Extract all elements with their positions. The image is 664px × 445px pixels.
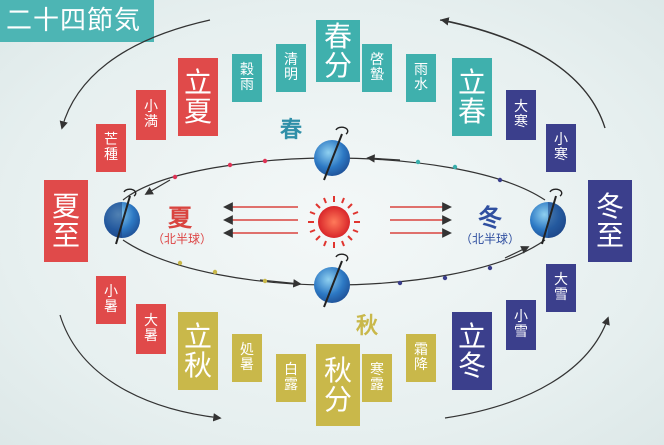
solar-term-char: 小 (554, 132, 568, 149)
earth-autumn-icon (314, 253, 350, 308)
solar-term-char: 白 (284, 362, 298, 379)
solar-term-char: 立 (457, 65, 486, 99)
hemisphere-note-summer: （北半球） (152, 232, 213, 246)
outer-arrow-top-left (59, 19, 211, 130)
solar-term-char: 寒 (370, 362, 384, 379)
solar-term-char: 小 (514, 309, 528, 326)
solar-term-char: 夏 (183, 95, 212, 128)
solar-term-shubun: 秋分 (316, 344, 360, 426)
solar-term-char: 小 (104, 284, 118, 301)
solar-term-rikka: 立夏 (178, 58, 218, 136)
solar-term-ritto: 立冬 (452, 312, 492, 390)
page-title: 二十四節気 (0, 0, 154, 42)
sun-icon (308, 196, 360, 248)
solar-term-char: 至 (51, 219, 80, 252)
solar-term-risshu: 立秋 (178, 312, 218, 390)
solar-term-seimei: 清明 (276, 44, 306, 92)
solar-term-char: 暑 (240, 357, 254, 373)
orbit-arrow-top (366, 154, 401, 163)
season-label-spring: 春 (280, 117, 303, 143)
outer-arrow-bottom-right (444, 316, 610, 419)
solar-term-char: 春 (457, 95, 486, 128)
solar-term-shunbun: 春分 (316, 20, 360, 82)
solar-term-char: 大 (554, 272, 568, 289)
solar-term-char: 雨 (240, 77, 254, 93)
solar-term-char: 秋 (323, 353, 352, 387)
season-label-autumn: 秋 (356, 313, 379, 339)
solar-term-char: 夏 (51, 189, 80, 223)
solar-term-toji: 冬至 (588, 180, 632, 262)
solar-term-char: 雨 (414, 62, 428, 79)
solar-term-kanro: 寒露 (362, 354, 392, 402)
hemisphere-note-winter: （北半球） (460, 232, 521, 246)
solar-term-char: 立 (183, 319, 212, 353)
solar-term-char: 寒 (514, 114, 528, 130)
orbit-markers (172, 158, 503, 286)
earth-spring-icon (314, 126, 350, 181)
solar-term-char: 降 (414, 357, 428, 373)
solar-term-char: 蟄 (370, 67, 384, 83)
solar-term-char: 満 (144, 114, 158, 130)
solar-term-shosho2: 処暑 (232, 334, 262, 382)
solar-term-koku-u: 穀雨 (232, 54, 262, 102)
solar-term-char: 露 (370, 377, 384, 393)
solar-term-char: 水 (414, 77, 428, 93)
solar-term-char: 清 (284, 52, 298, 69)
season-label-summer: 夏 (168, 203, 192, 232)
sunlight-arrows-right (390, 202, 452, 238)
solar-term-char: 大 (144, 313, 158, 330)
sunlight-arrows-left (223, 202, 298, 238)
solar-term-char: 分 (323, 383, 352, 416)
solar-term-char: 穀 (240, 62, 254, 79)
solar-term-char: 大 (514, 99, 528, 116)
solar-term-char: 小 (144, 99, 158, 116)
earth-summer-icon (104, 188, 140, 245)
solar-term-taisho: 大暑 (136, 304, 166, 354)
solar-term-char: 至 (595, 219, 624, 252)
solar-term-taisetsu: 大雪 (546, 264, 576, 312)
solar-term-geshi: 夏至 (44, 180, 88, 262)
solar-term-char: 芒 (104, 132, 118, 149)
orbit-arrow-left (144, 179, 171, 195)
solar-term-char: 露 (284, 377, 298, 393)
solar-term-char: 冬 (457, 349, 486, 382)
solar-term-char: 種 (104, 147, 118, 163)
solar-term-boshu: 芒種 (96, 124, 126, 172)
solar-term-char: 暑 (144, 328, 158, 344)
solar-term-hakuro: 白露 (276, 354, 306, 402)
solar-term-keichitsu: 啓蟄 (362, 44, 392, 92)
solar-term-char: 立 (457, 319, 486, 353)
orbit-arrow-right (504, 246, 530, 259)
solar-term-soko: 霜降 (406, 334, 436, 382)
solar-term-char: 啓 (370, 52, 384, 69)
outer-arrow-bottom-left (59, 314, 222, 422)
solar-term-char: 処 (240, 342, 254, 359)
solar-term-char: 寒 (554, 147, 568, 163)
solar-term-char: 雪 (514, 324, 528, 340)
solar-term-char: 霜 (414, 342, 428, 359)
solar-term-shokan: 小寒 (546, 124, 576, 172)
solar-term-char: 雪 (554, 287, 568, 303)
season-label-winter: 冬 (478, 203, 502, 232)
outer-arrow-top-right (440, 17, 606, 129)
solar-term-char: 春 (323, 19, 352, 53)
solar-term-char: 立 (183, 65, 212, 99)
solar-term-shosetsu: 小雪 (506, 300, 536, 350)
solar-term-char: 暑 (104, 299, 118, 315)
solar-term-shosho: 小暑 (96, 276, 126, 324)
solar-term-shoman: 小満 (136, 90, 166, 140)
solar-term-char: 冬 (595, 189, 624, 223)
solar-term-usui: 雨水 (406, 54, 436, 102)
solar-term-char: 秋 (183, 349, 212, 382)
earth-winter-icon (530, 188, 566, 245)
solar-term-char: 明 (284, 67, 298, 83)
solar-term-char: 分 (323, 49, 352, 82)
solar-term-daikan: 大寒 (506, 90, 536, 140)
solar-term-risshun: 立春 (452, 58, 492, 136)
